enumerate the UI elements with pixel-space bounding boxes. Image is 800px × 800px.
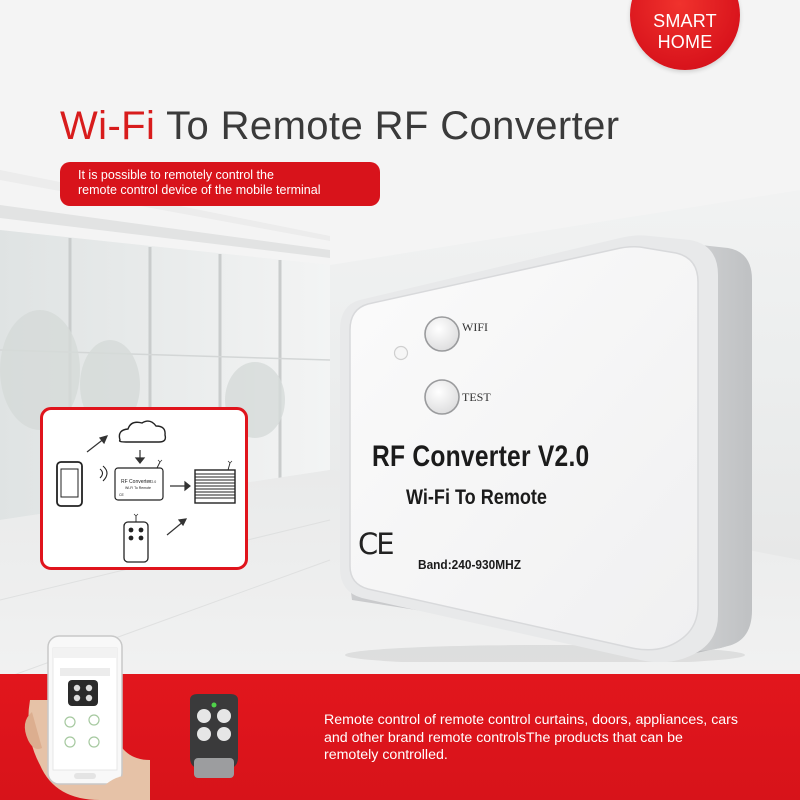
arrow-up-right-icon <box>166 518 188 536</box>
device-subtitle: Wi-Fi To Remote <box>406 486 547 509</box>
test-label: TEST <box>462 390 491 404</box>
phone-in-hand-image <box>24 635 151 800</box>
converter-box-icon <box>114 459 164 501</box>
arrow-right-icon <box>170 480 191 492</box>
bottom-description: Remote control of remote control curtain… <box>324 712 794 765</box>
title-rest-part: To Remote RF Converter <box>155 104 620 148</box>
remote-control-icon <box>123 513 149 563</box>
bottom-line-2: and other brand remote controlsThe produ… <box>324 729 683 746</box>
test-button[interactable] <box>425 380 459 414</box>
page-title: Wi-Fi To Remote RF Converter <box>60 104 780 149</box>
wifi-signal-icon <box>99 465 108 482</box>
ce-mark: CE <box>358 527 395 561</box>
subtitle-line-1: It is possible to remotely control the <box>78 168 274 182</box>
cloud-icon <box>118 420 167 443</box>
badge-line-2: HOME <box>657 32 713 52</box>
bottom-line-1: Remote control of remote control curtain… <box>324 712 738 728</box>
diagram-drawing: RF Converter V2.0 Wi-Fi To Remote CE <box>56 420 236 563</box>
arrow-to-cloud-icon <box>86 435 109 453</box>
wifi-label: WIFI <box>462 320 488 334</box>
rf-converter-device <box>340 235 752 662</box>
remote-control-image <box>190 694 238 778</box>
subtitle-line-2: remote control device of the mobile term… <box>78 183 321 197</box>
band-label: Band:240-930MHZ <box>418 558 521 572</box>
bottom-line-3: remotely controlled. <box>324 747 448 763</box>
phone-icon <box>56 461 83 507</box>
diagram-box-subtitle: Wi-Fi To Remote <box>125 486 151 490</box>
subtitle-banner: It is possible to remotely control the r… <box>60 162 380 206</box>
diagram-box-title: RF Converter <box>121 479 151 485</box>
diagram-box-ce: CE <box>119 493 125 497</box>
wifi-button[interactable] <box>425 317 459 351</box>
connection-diagram: RF Converter V2.0 Wi-Fi To Remote CE <box>40 407 248 570</box>
arrow-down-icon <box>134 450 146 464</box>
rolling-door-icon <box>194 460 236 504</box>
device-title: RF Converter V2.0 <box>372 440 590 473</box>
diagram-box-version: V2.0 <box>149 480 156 484</box>
title-wifi-part: Wi-Fi <box>60 104 156 148</box>
badge-line-1: SMART <box>653 11 717 31</box>
